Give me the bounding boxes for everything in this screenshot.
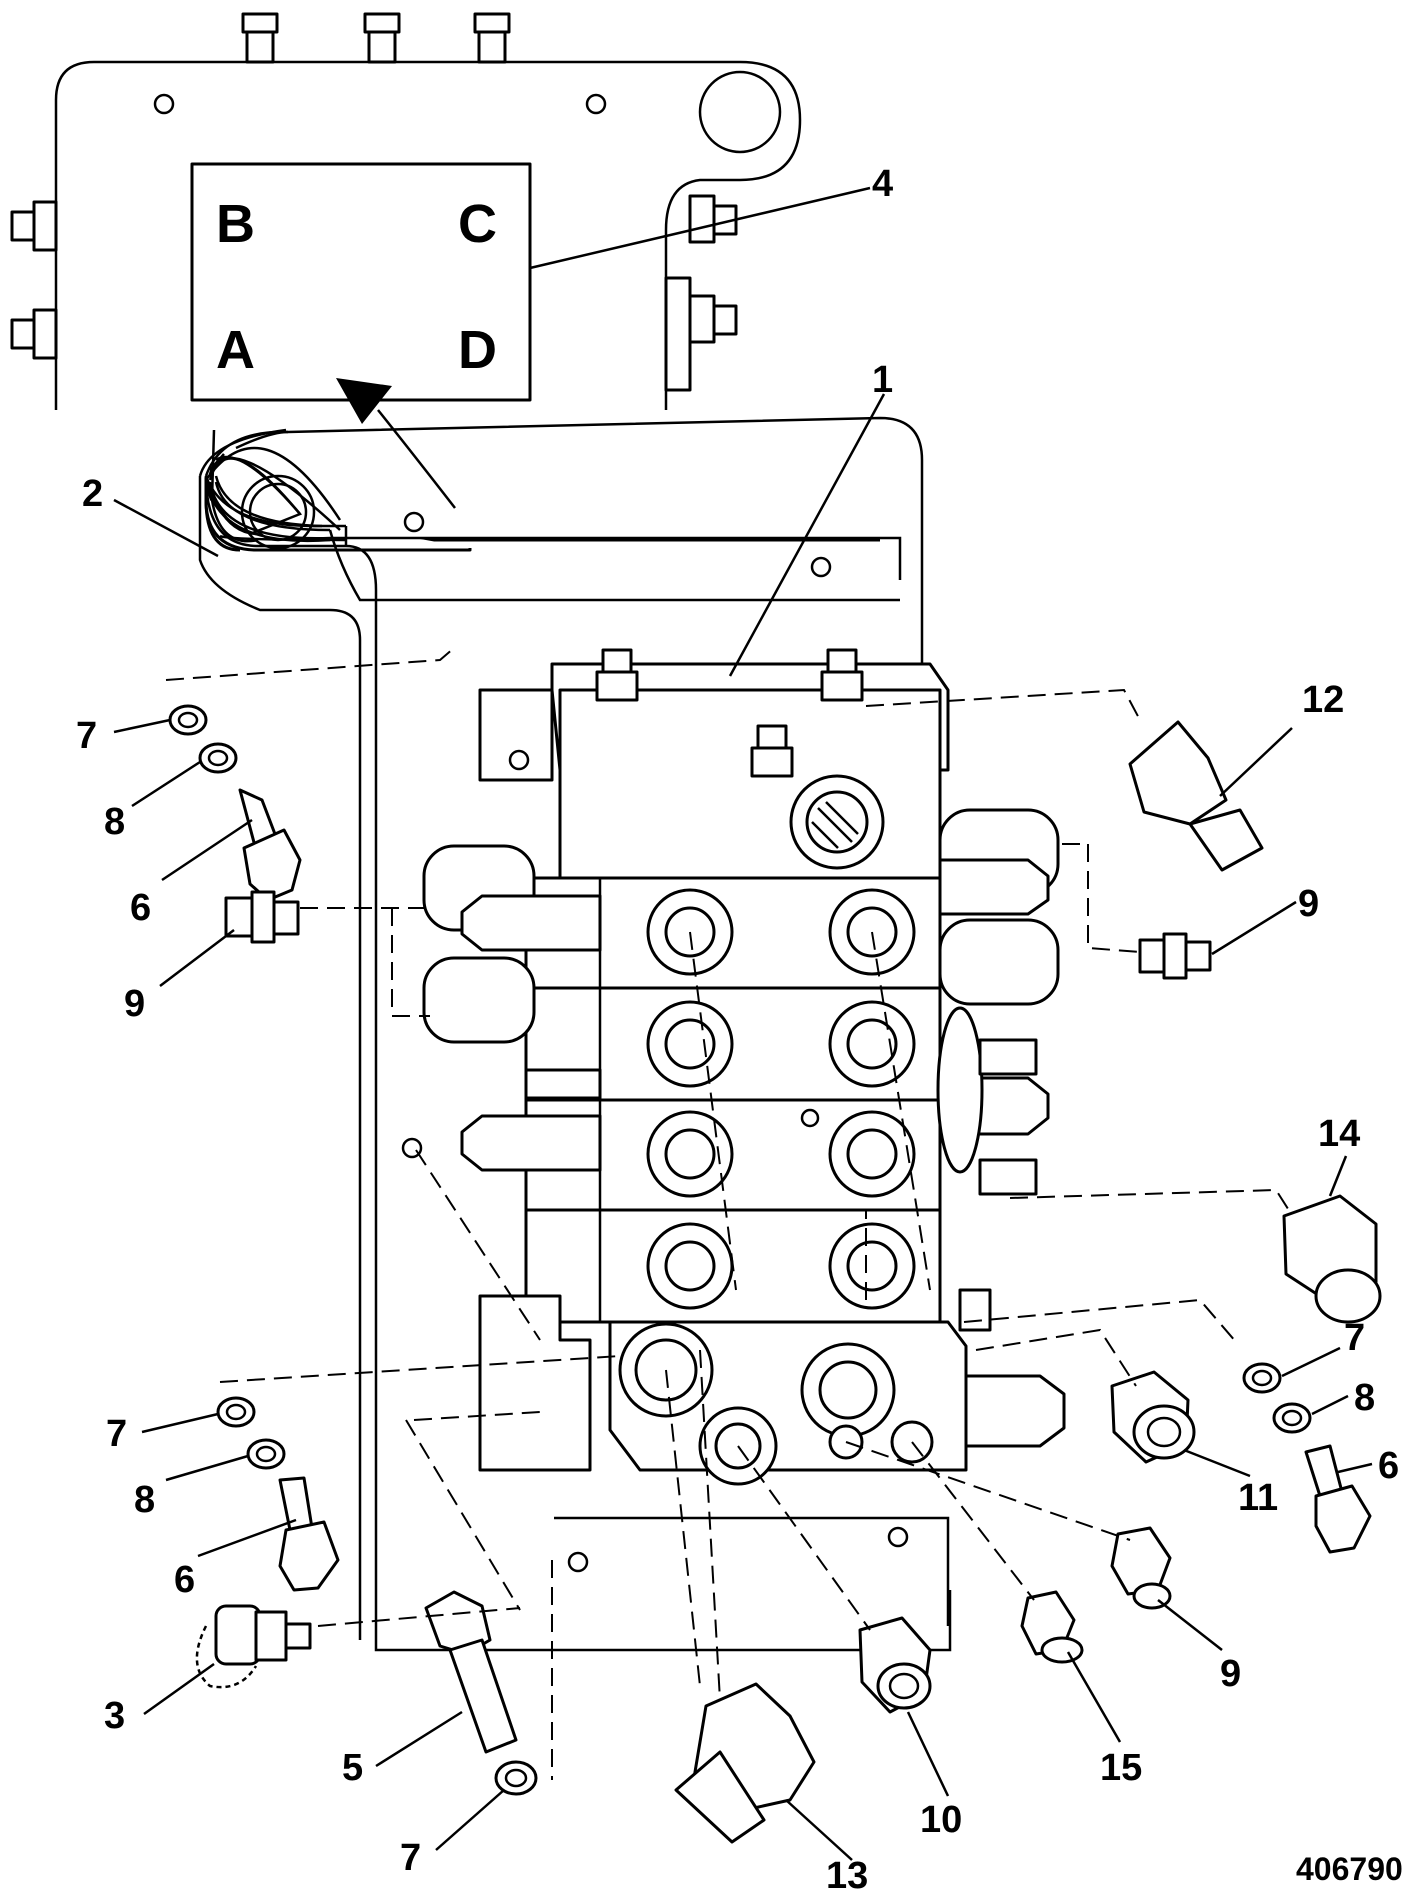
spool-caps-right xyxy=(936,808,1060,1196)
port-label-b: B xyxy=(216,194,255,254)
callout-7a: 7 xyxy=(76,715,97,757)
valve-block xyxy=(422,648,1066,1486)
callout-8b: 8 xyxy=(134,1479,155,1521)
washer-7-bottom xyxy=(494,1760,538,1796)
callout-5: 5 xyxy=(342,1747,363,1789)
assembly-center-lines xyxy=(165,647,1291,1780)
view-arrow xyxy=(377,409,456,509)
port-label-a: A xyxy=(216,320,255,380)
callout-13: 13 xyxy=(826,1855,868,1893)
bolt-6-lower xyxy=(278,1476,340,1592)
callout-9a: 9 xyxy=(124,983,145,1025)
callout-7d: 7 xyxy=(400,1837,421,1879)
callout-10: 10 xyxy=(920,1799,962,1841)
fitting-15 xyxy=(1020,1590,1084,1664)
callout-7c: 7 xyxy=(1344,1317,1365,1359)
seal-8-upper xyxy=(198,742,238,774)
bolt-6-right xyxy=(1304,1444,1372,1554)
plug-14 xyxy=(1282,1194,1382,1324)
port-label-d: D xyxy=(458,320,497,380)
inset-plate-view: B C A D xyxy=(10,12,802,509)
callout-9c: 9 xyxy=(1220,1653,1241,1695)
bolt-6-upper xyxy=(238,788,302,902)
bolt-5 xyxy=(424,1590,518,1754)
fitting-9-right xyxy=(1138,932,1212,980)
callout-3: 3 xyxy=(104,1695,125,1737)
callout-2: 2 xyxy=(82,473,103,515)
callout-6a: 6 xyxy=(130,887,151,929)
callout-1: 1 xyxy=(872,359,893,401)
washer-7-right xyxy=(1242,1362,1282,1394)
seal-8-right xyxy=(1272,1402,1312,1434)
washer-7-upper xyxy=(168,704,208,736)
mounting-plate xyxy=(204,429,902,602)
callout-4: 4 xyxy=(872,163,893,205)
callout-9b: 9 xyxy=(1298,883,1319,925)
test-point-3 xyxy=(195,1604,312,1689)
port-label-plaque xyxy=(190,162,532,402)
callout-8a: 8 xyxy=(104,801,125,843)
washer-7-lower xyxy=(216,1396,256,1428)
callout-6c: 6 xyxy=(1378,1445,1399,1487)
callout-7b: 7 xyxy=(106,1413,127,1455)
callout-6b: 6 xyxy=(174,1559,195,1601)
callout-numbers: 1 2 3 4 5 6 6 6 7 7 7 7 8 8 8 9 9 9 10 1… xyxy=(76,163,1399,1893)
loose-parts xyxy=(168,704,1382,1844)
callout-15: 15 xyxy=(1100,1747,1142,1789)
fitting-11 xyxy=(1110,1370,1196,1464)
fitting-10 xyxy=(858,1616,932,1714)
spool-caps-left xyxy=(422,844,602,1172)
plate-outline xyxy=(198,416,952,1652)
work-ports xyxy=(646,888,916,1310)
elbow-fitting-13 xyxy=(674,1682,816,1844)
elbow-fitting-12 xyxy=(1128,720,1264,872)
port-label-c: C xyxy=(458,194,497,254)
spool-sections xyxy=(422,808,1060,1324)
callout-14: 14 xyxy=(1318,1113,1360,1155)
reference-number: 406790 xyxy=(1296,1851,1403,1887)
fitting-9-bottom xyxy=(1110,1526,1172,1610)
callout-leaders xyxy=(113,186,1373,1861)
seal-8-lower xyxy=(246,1438,286,1470)
callout-12: 12 xyxy=(1302,679,1344,721)
callout-11: 11 xyxy=(1238,1477,1278,1519)
fitting-9-left xyxy=(224,890,300,944)
callout-8c: 8 xyxy=(1354,1377,1375,1419)
